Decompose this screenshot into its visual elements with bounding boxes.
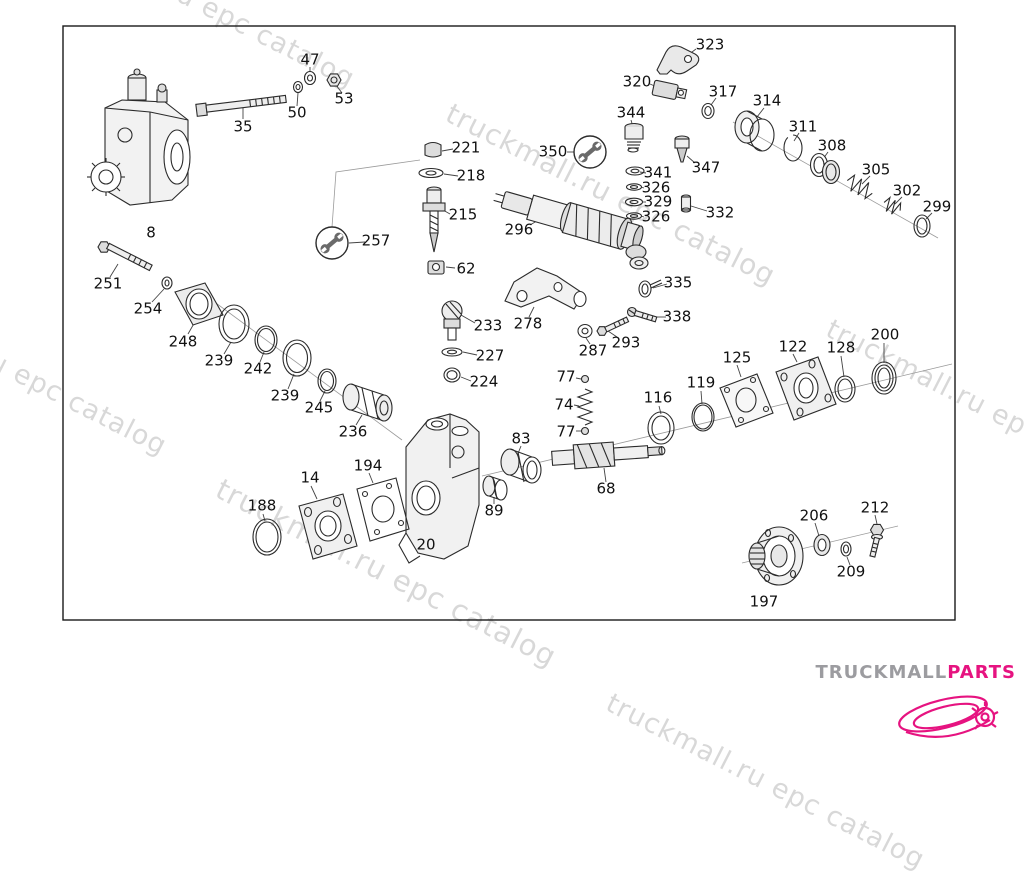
part-oring-239b	[282, 339, 312, 377]
part-pin-332	[680, 194, 692, 213]
part-oring-224	[443, 367, 461, 383]
part-clip-62	[427, 260, 445, 275]
part-seal-200	[871, 361, 897, 395]
part-capnut-344	[624, 122, 644, 153]
part-oring-245	[317, 368, 337, 394]
part-gasket-125	[719, 373, 774, 428]
part-sleeve-83	[500, 448, 542, 484]
part-washer-206	[813, 533, 831, 557]
construction-lines	[204, 121, 953, 564]
part-oring-188	[252, 518, 282, 556]
part-pump-8	[87, 68, 191, 206]
part-connector-320	[651, 79, 688, 100]
part-bolt-212	[869, 523, 885, 558]
part-oring-299	[913, 214, 931, 238]
wrench-icon-257	[315, 226, 349, 260]
part-washer-341	[625, 166, 645, 176]
part-washer-227	[441, 347, 463, 357]
brand-logo-swirl-icon	[898, 695, 999, 738]
part-washer-218	[418, 167, 444, 179]
part-ball-77a	[580, 374, 590, 384]
part-sensor-233	[441, 300, 463, 341]
part-washers-308	[809, 152, 841, 185]
part-housing-20	[398, 413, 480, 564]
part-oring-326a	[625, 183, 643, 191]
part-bolt-293	[596, 316, 630, 336]
part-cap-221	[424, 141, 442, 158]
part-clip-335	[638, 279, 663, 298]
part-ring-119	[691, 402, 715, 432]
part-oring-326b	[625, 212, 643, 220]
wrench-icon-350	[573, 135, 607, 169]
parts-diagram	[62, 25, 999, 738]
part-washer-50	[292, 80, 304, 94]
part-flange-197	[748, 526, 804, 586]
part-coupling-236	[342, 383, 393, 422]
part-ring-128	[834, 375, 856, 403]
part-nut-53	[326, 73, 342, 87]
part-ring-317	[701, 102, 715, 120]
brand-logo-gray: TRUCKMALL	[815, 662, 948, 683]
part-bolt-251	[97, 241, 153, 272]
part-bracket-323	[656, 45, 700, 75]
part-flange-14	[298, 493, 358, 560]
part-washer-287	[577, 323, 593, 339]
brand-swirl-group	[898, 695, 999, 738]
part-stud-35	[195, 94, 287, 117]
brand-logo-pink: PARTS	[947, 662, 1016, 683]
part-bearing-89	[482, 475, 508, 501]
part-oring-329	[624, 197, 644, 207]
part-spring-305	[846, 173, 873, 200]
part-oring-239a	[218, 304, 250, 344]
part-washer-254	[161, 276, 173, 290]
part-flange-122	[775, 356, 837, 421]
brand-logo: TRUCKMALLPARTS	[816, 662, 1016, 683]
part-washer-47	[303, 70, 317, 86]
part-spring-74	[576, 388, 594, 426]
part-ring-116	[647, 411, 675, 445]
part-screw-338	[626, 306, 658, 323]
diagram-border	[62, 25, 956, 621]
part-valve-347	[674, 135, 690, 163]
part-ring-209	[840, 541, 852, 557]
part-valve-215	[422, 186, 446, 253]
part-shaft-68	[551, 441, 666, 470]
part-sleeve-314	[734, 110, 775, 152]
part-spring-302	[883, 196, 902, 215]
part-lever-278	[504, 267, 587, 310]
part-bracket-248	[174, 282, 224, 326]
part-gasket-194	[356, 477, 410, 542]
part-solenoid-296	[493, 191, 649, 270]
part-snapring-311	[783, 134, 803, 162]
part-ball-77b	[580, 426, 590, 436]
part-oring-242	[254, 325, 278, 355]
